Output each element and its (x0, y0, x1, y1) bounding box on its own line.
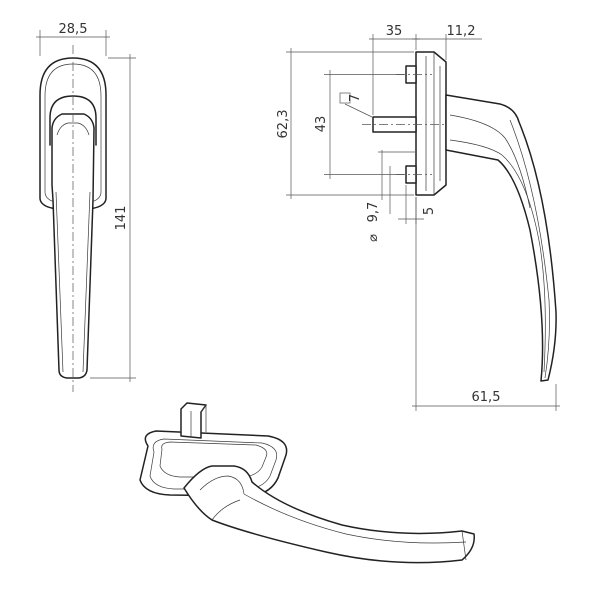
dim-screw-distance: 43 (314, 116, 329, 133)
dim-spindle: 7 (348, 94, 363, 102)
isometric-view (139, 402, 475, 564)
dim-screw-diameter: 9,7 (366, 202, 381, 223)
dim-depth-base: 35 (386, 24, 403, 39)
diameter-symbol: ⌀ (366, 234, 381, 242)
dim-width-front: 28,5 (59, 22, 88, 37)
dim-depth-rose: 11,2 (447, 24, 476, 39)
side-dimensions: 35 11,2 62,3 43 7 ⌀ 9,7 5 61,5 (276, 24, 560, 411)
dim-height-rose: 62,3 (276, 110, 291, 139)
dim-screw-offset: 5 (422, 207, 437, 215)
front-view (39, 45, 107, 392)
front-dimensions: 28,5 141 (36, 22, 136, 382)
dim-handle-depth: 61,5 (472, 390, 501, 405)
side-view (362, 51, 557, 382)
dim-height-total: 141 (114, 206, 129, 231)
